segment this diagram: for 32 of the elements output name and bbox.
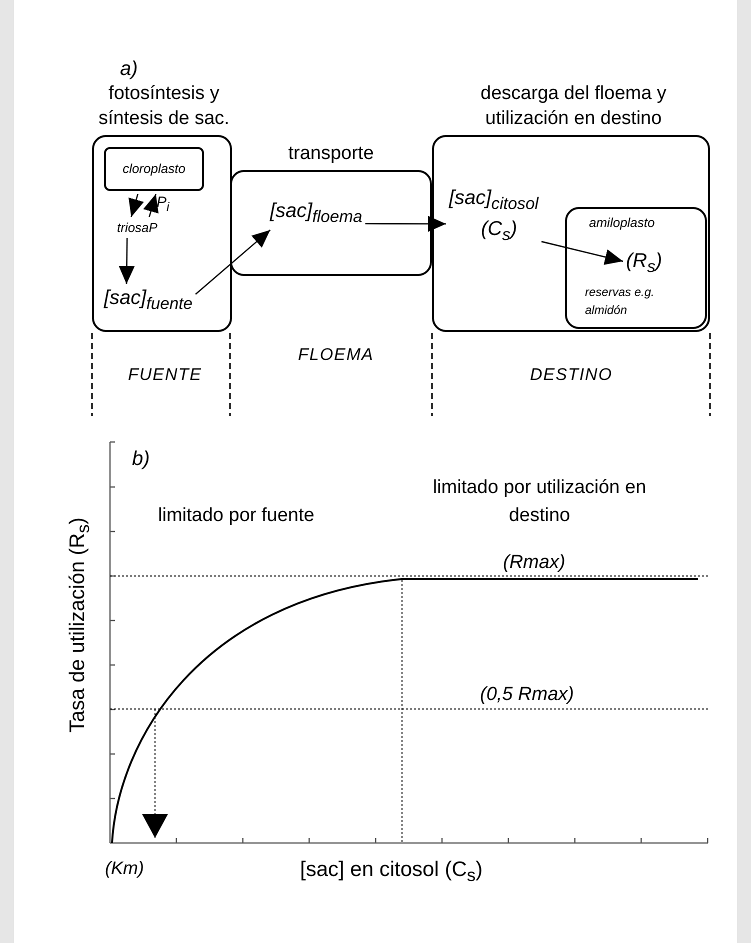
region-note: limitado por utilización en destino (432, 476, 647, 528)
value-label: (Rmax) (503, 552, 566, 574)
organelle-label: amiloplasto (589, 215, 655, 230)
term-label: (R$_{s}$) (626, 250, 662, 277)
arrow (118, 238, 135, 284)
term-label: [sac]$_{floema}$ (270, 200, 362, 227)
section-heading: transporte (287, 142, 375, 166)
arrow (541, 240, 624, 265)
term-label: [sac]$_{citosol}$ (449, 187, 538, 214)
value-label: (Km) (105, 858, 144, 879)
storage-note: reservas e.g. almidón (585, 284, 656, 319)
organelle-box (104, 147, 204, 191)
region-label: FLOEMA (298, 345, 374, 365)
term-label: triosaP (117, 220, 158, 235)
symbol-label: (C$_{s}$) (481, 218, 518, 245)
term-label: [sac]$_{fuente}$ (104, 287, 193, 314)
region-label: DESTINO (530, 365, 613, 385)
axis-title: [sac] en citosol (C$_{s}$) (300, 858, 483, 886)
edge-label: P$_{i}$ (156, 194, 170, 214)
region-label: FUENTE (128, 365, 202, 385)
organelle-box (565, 207, 707, 329)
section-heading: descarga del floema y utilización en destino (480, 82, 668, 131)
arrow (365, 216, 446, 232)
panel-label: a) (120, 58, 138, 81)
arrow (128, 194, 144, 218)
section-heading: fotosíntesis y síntesis de sac. (98, 82, 230, 131)
arrow (195, 230, 271, 295)
organelle-label: cloroplasto (122, 161, 186, 176)
arrow (143, 194, 159, 218)
region-note: limitado por fuente (158, 505, 314, 527)
value-label: (0,5 Rmax) (480, 684, 574, 706)
panel-label: b) (132, 448, 150, 471)
